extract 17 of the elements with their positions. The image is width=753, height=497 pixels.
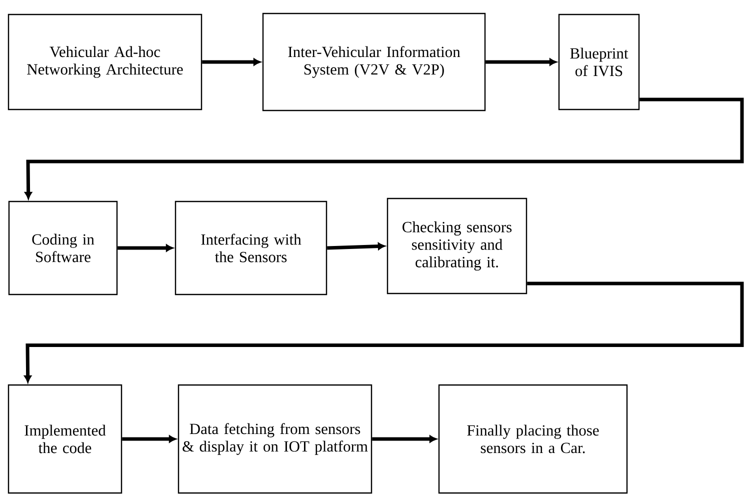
process-box: Interfacing with the Sensors bbox=[174, 200, 328, 296]
process-box: Inter-Vehicular Information System (V2V & V2P) bbox=[262, 12, 486, 112]
arrow bbox=[24, 98, 744, 199]
process-box: Finally placing those sensors in a Car. bbox=[438, 384, 628, 494]
arrow bbox=[24, 282, 744, 382]
process-box: Vehicular Ad-hoc Networking Architecture bbox=[8, 14, 202, 110]
arrow bbox=[122, 435, 176, 443]
process-box: Coding in Software bbox=[8, 200, 118, 296]
process-box: Data fetching from sensors & display it on IOT platform bbox=[178, 384, 372, 494]
process-box: Blueprint of IVIS bbox=[558, 14, 640, 110]
arrow bbox=[118, 244, 173, 252]
arrow bbox=[202, 58, 260, 66]
process-box: Implemented the code bbox=[8, 384, 122, 494]
arrow bbox=[486, 58, 556, 66]
arrow bbox=[372, 435, 436, 443]
process-box: Checking sensors sensitivity and calibrating it. bbox=[386, 198, 528, 294]
arrow bbox=[327, 242, 385, 250]
